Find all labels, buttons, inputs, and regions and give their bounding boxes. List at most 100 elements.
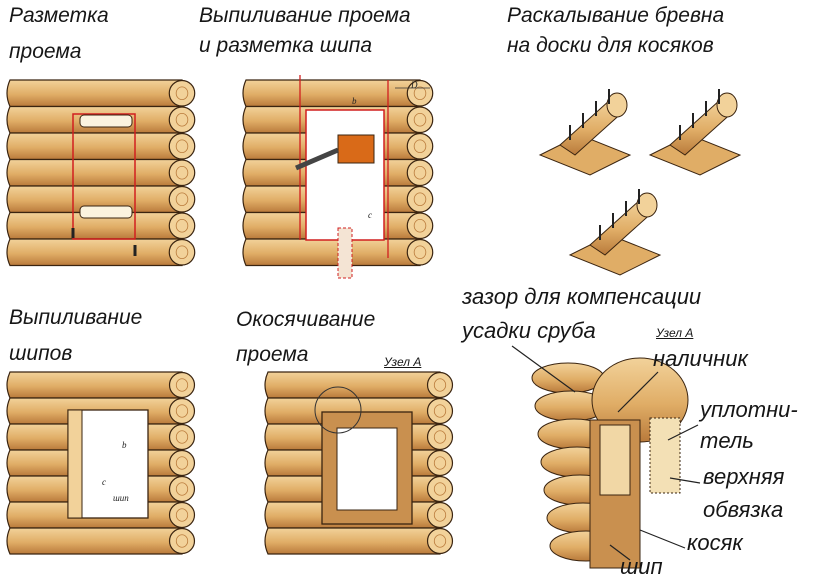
marking-template-bottom	[79, 205, 133, 219]
tenon-leader	[609, 544, 631, 561]
framing-node-tag: Узел А	[384, 355, 422, 369]
log	[264, 527, 441, 555]
panel-framing-title-line2: проема	[236, 343, 309, 366]
tenon-left	[67, 409, 83, 519]
growth-ring	[175, 378, 189, 392]
growth-ring	[413, 192, 427, 207]
sealant-leader	[667, 424, 699, 441]
log-end	[406, 106, 434, 134]
growth-ring	[175, 245, 189, 260]
dimension-d-label: D	[411, 80, 418, 90]
trim-leader	[617, 371, 659, 413]
log-end	[168, 371, 196, 399]
log-end	[406, 212, 434, 240]
panel-splitting-title-line1: Раскалывание бревна	[507, 4, 725, 27]
marking-outline	[72, 113, 136, 240]
log-end	[716, 92, 738, 118]
growth-ring	[175, 508, 189, 522]
dimension-b-label: b	[352, 96, 357, 106]
plate-leader	[669, 477, 701, 484]
sealant-block	[649, 417, 681, 494]
split-log-3	[568, 189, 662, 276]
log-end	[406, 238, 434, 266]
log-end	[406, 159, 434, 187]
marking-template-top	[79, 114, 133, 128]
marking-wall	[6, 79, 196, 267]
log	[264, 371, 441, 399]
growth-ring	[433, 404, 447, 418]
detail-gap-label-line1: зазор для компенсации	[462, 284, 702, 309]
node-a-circle	[314, 386, 362, 434]
log-end	[168, 212, 196, 240]
detail-trim-label: наличник	[653, 346, 748, 371]
log-end	[168, 449, 196, 477]
growth-ring	[175, 86, 189, 101]
panel-cutting-title-line1: Выпиливание проема	[199, 4, 411, 27]
growth-ring	[413, 218, 427, 233]
detail-top-plate-label-line2: обвязка	[703, 497, 784, 522]
log	[6, 238, 183, 267]
panel-marking-title-line1: Разметка	[9, 4, 109, 27]
panel-tenons-title-line2: шипов	[9, 342, 73, 365]
log-end	[168, 106, 196, 134]
detail-top-plate-label-line1: верхняя	[703, 464, 785, 489]
log	[6, 527, 183, 555]
log-end	[636, 192, 658, 218]
tenon-tag-label: шип	[113, 493, 129, 503]
tenon-c-label: c	[102, 477, 106, 487]
log-end	[426, 449, 454, 477]
split-log-2	[648, 89, 742, 176]
panel-tenons-title-line1: Выпиливание	[9, 306, 143, 329]
growth-ring	[433, 456, 447, 470]
growth-ring	[175, 112, 189, 127]
chainsaw-bar	[295, 147, 339, 171]
log-end	[426, 475, 454, 503]
growth-ring	[175, 482, 189, 496]
detail-sealant-label-line1: уплотни-	[700, 397, 798, 422]
panel-marking-title-line2: проема	[9, 40, 82, 63]
log-end	[406, 132, 434, 160]
log-end	[426, 371, 454, 399]
tenon-b-label: b	[122, 440, 127, 450]
growth-ring	[433, 430, 447, 444]
dimension-strip	[337, 227, 353, 279]
growth-ring	[413, 112, 427, 127]
growth-ring	[175, 534, 189, 548]
panel-framing-title-line1: Окосячивание	[236, 308, 376, 331]
log-end	[426, 501, 454, 529]
trim-board	[599, 424, 631, 496]
growth-ring	[413, 139, 427, 154]
cut-opening	[305, 109, 385, 241]
growth-ring	[175, 165, 189, 180]
growth-ring	[175, 218, 189, 233]
log	[6, 371, 183, 399]
log-end	[168, 238, 196, 266]
log-end	[168, 423, 196, 451]
detail-jamb-label: косяк	[687, 530, 743, 555]
growth-ring	[433, 508, 447, 522]
detail-gap-label-line2: усадки сруба	[462, 318, 596, 343]
window-opening	[336, 427, 398, 511]
log-end	[168, 397, 196, 425]
growth-ring	[433, 534, 447, 548]
growth-ring	[433, 378, 447, 392]
growth-ring	[433, 482, 447, 496]
detail-section	[511, 345, 701, 569]
growth-ring	[413, 165, 427, 180]
log-end	[606, 92, 628, 118]
detail-tenon-label: шип	[620, 554, 663, 579]
log	[242, 238, 421, 267]
growth-ring	[175, 456, 189, 470]
log-end	[168, 475, 196, 503]
detail-node-tag: Узел А	[656, 326, 694, 340]
dimension-c-label: c	[368, 210, 372, 220]
panel-splitting-title-line2: на доски для косяков	[507, 34, 714, 57]
log	[6, 79, 183, 108]
growth-ring	[175, 430, 189, 444]
growth-ring	[175, 192, 189, 207]
split-log-1	[538, 89, 632, 176]
log	[242, 79, 421, 108]
log-end	[168, 159, 196, 187]
log	[6, 132, 183, 161]
